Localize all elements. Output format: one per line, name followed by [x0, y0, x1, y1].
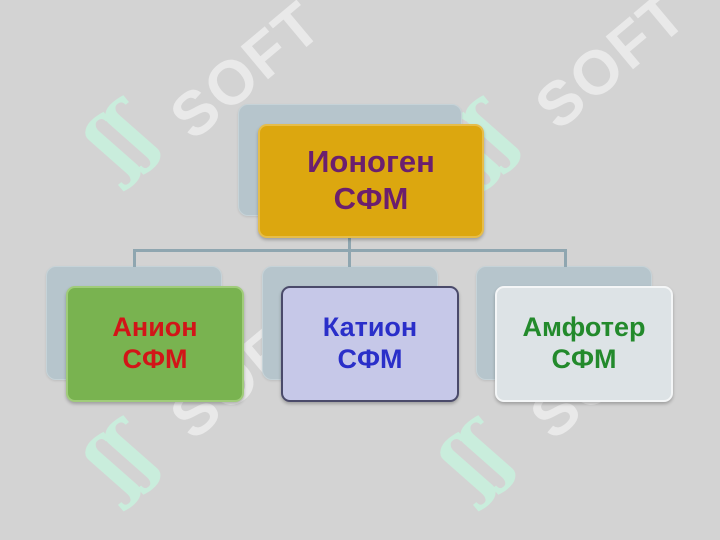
amphoter-line2: СФМ [551, 344, 617, 374]
root-node-line2: СФМ [333, 181, 409, 216]
cation-line1: Катион [322, 312, 418, 343]
child-node-cation: Катион СФМ [281, 286, 459, 402]
watermark-logo-icon: ʃʃ [71, 87, 170, 191]
connector-cation [348, 249, 351, 267]
anion-line2: СФМ [122, 344, 188, 374]
root-node-ionogen: Ионоген СФМ [258, 124, 484, 238]
watermark-text: SOFT [522, 0, 700, 143]
cation-line2: СФМ [337, 344, 403, 374]
connector-root-stem [348, 236, 351, 250]
connector-amphoter [564, 249, 567, 267]
connector-anion [133, 249, 136, 267]
root-node-line1: Ионоген [307, 144, 435, 180]
watermark-logo-icon: ʃʃ [71, 407, 170, 511]
amphoter-line1: Амфотер [522, 312, 646, 343]
watermark-logo-icon: ʃʃ [426, 407, 525, 511]
anion-line1: Анион [112, 312, 198, 343]
child-node-anion: Анион СФМ [66, 286, 244, 402]
child-node-amphoter: Амфотер СФМ [495, 286, 673, 402]
